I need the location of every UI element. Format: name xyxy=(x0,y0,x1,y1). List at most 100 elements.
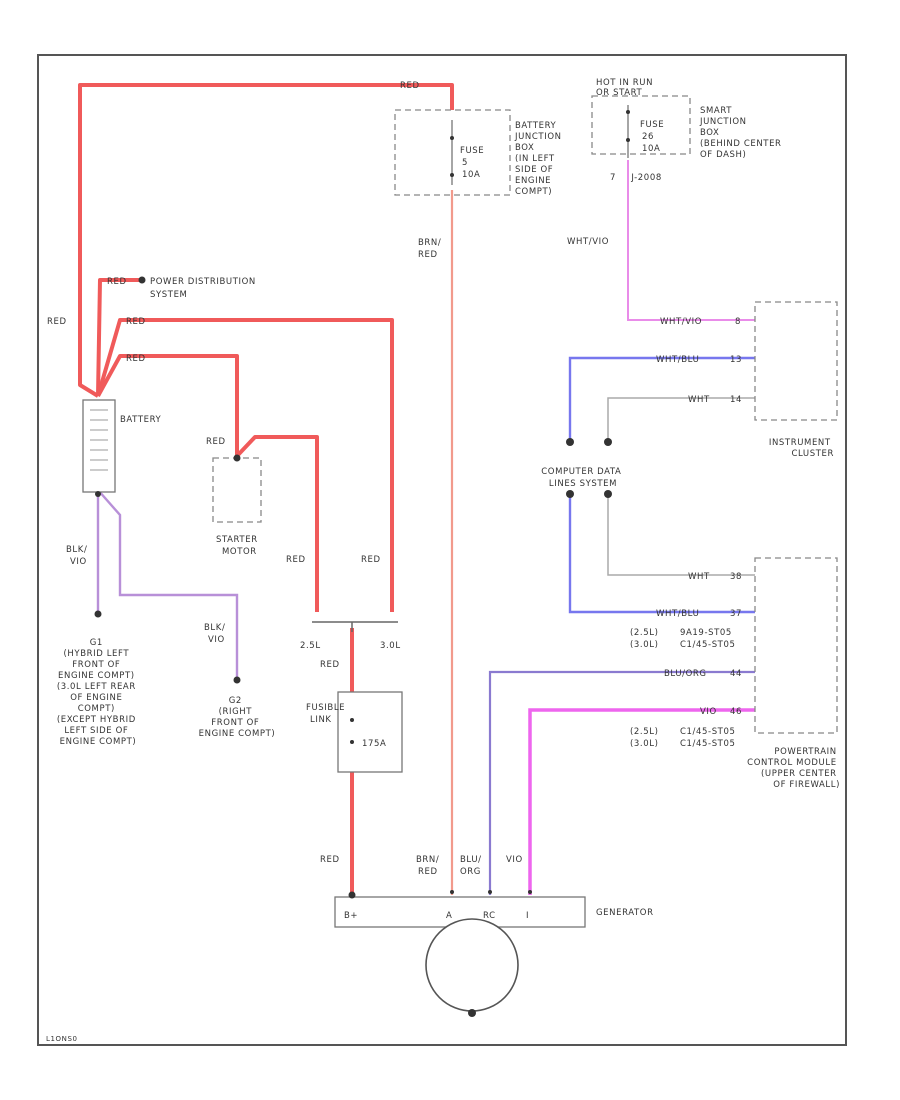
starter-motor xyxy=(212,457,262,523)
ground-g1-label: G1 (HYBRID LEFT FRONT OF ENGINE COMPT) (… xyxy=(57,638,139,747)
instrument-cluster xyxy=(754,301,838,421)
pcm-pin-vio: 46 xyxy=(730,707,742,717)
pcm-conn-row1-right: 9A19-ST05 xyxy=(680,628,732,638)
battery-neg-dot xyxy=(95,491,101,497)
pcm-conn-row3-right: C1/45-ST05 xyxy=(680,727,736,737)
splice-right-label: 3.0L xyxy=(380,641,401,651)
gen-b-dot xyxy=(348,891,356,899)
gen-i-dot xyxy=(528,890,532,894)
battery-label: BATTERY xyxy=(120,415,162,425)
gen-term-b-label: B+ xyxy=(344,911,358,921)
wire-vio xyxy=(528,708,755,895)
connector-top-right-label: 7 J-2008 xyxy=(610,173,662,183)
wire-label-red-battery-1: RED xyxy=(126,317,146,327)
labels: RED BATTERY JUNCTION BOX (IN LEFT SIDE O… xyxy=(46,78,840,1043)
ic-pin-wht-vio: 8 xyxy=(735,317,741,327)
ic-pin-wht: 14 xyxy=(730,395,742,405)
generator-ground-dot xyxy=(468,1009,476,1017)
wire-red-starter xyxy=(96,354,239,456)
computer-data-lines-label: COMPUTER DATA LINES SYSTEM xyxy=(541,467,625,489)
wire-blu-org xyxy=(488,670,755,895)
wire-label-red-power: RED xyxy=(107,277,127,287)
fuse-top-left-label: FUSE 5 10A xyxy=(460,146,488,180)
pcm-wire-vio: VIO xyxy=(700,707,717,717)
pcm-conn-row4-left: (3.0L) xyxy=(630,739,659,749)
instrument-cluster-label: INSTRUMENT CLUSTER xyxy=(769,438,834,459)
power-distribution-dot xyxy=(138,276,146,284)
gen-rc-dot xyxy=(488,890,492,894)
fuse-top-right-label: FUSE 26 10A xyxy=(640,120,668,154)
battery-jbox-label: BATTERY JUNCTION BOX (IN LEFT SIDE OF EN… xyxy=(514,121,565,197)
wire-blk-vio-g2 xyxy=(97,489,239,678)
ground-g1-dot xyxy=(94,610,102,618)
splice-left-label: 2.5L xyxy=(300,641,321,651)
ground-g2-label: G2 (RIGHT FRONT OF ENGINE COMPT) xyxy=(199,696,276,739)
ic-wire-wht: WHT xyxy=(688,395,710,405)
wire-red-top xyxy=(78,83,454,398)
pcm-wire-blu-org: BLU/ORG xyxy=(664,669,707,679)
wire-label-brn-red-bottom: BRN/ RED xyxy=(416,855,443,877)
generator-label: GENERATOR xyxy=(596,908,654,918)
wire-wht-blu-cluster xyxy=(568,356,755,440)
starter-motor-label: STARTER MOTOR xyxy=(216,535,261,557)
wire-label-red-mid-right: RED xyxy=(361,555,381,565)
battery-junction-box xyxy=(394,109,511,196)
generator xyxy=(334,896,586,1012)
battery xyxy=(82,399,116,493)
gen-term-i-label: I xyxy=(526,911,529,921)
pcm-conn-row2-left: (3.0L) xyxy=(630,640,659,650)
wire-label-red-starter: RED xyxy=(206,437,226,447)
smart-jbox-label: SMART JUNCTION BOX (BEHIND CENTER OF DAS… xyxy=(699,106,785,160)
figure-id: L1ONS0 xyxy=(46,1035,78,1043)
pcm-pin-wht: 38 xyxy=(730,572,742,582)
wire-wht-pcm xyxy=(607,495,755,576)
wire-wht-cluster xyxy=(607,397,755,440)
wire-label-blk-vio-right: BLK/ VIO xyxy=(204,623,229,645)
pcm-pin-blu-org: 44 xyxy=(730,669,742,679)
pcm-wire-wht-blu: WHT/BLU xyxy=(656,609,699,619)
wire-label-vio-bottom: VIO xyxy=(506,855,523,865)
connector-pin-7: 7 xyxy=(610,173,616,183)
data-lines-dot-right xyxy=(604,438,612,446)
smart-junction-box xyxy=(591,95,691,158)
wire-red-battery-3l xyxy=(96,318,394,612)
ic-wire-wht-vio: WHT/VIO xyxy=(660,317,702,327)
starter-terminal-dot xyxy=(233,454,241,462)
diagram-frame xyxy=(37,54,847,1046)
pcm-conn-row3-left: (2.5L) xyxy=(630,727,659,737)
pcm-conn-row4-right: C1/45-ST05 xyxy=(680,739,736,749)
wire-wht-blu-pcm xyxy=(568,495,755,614)
pcm-wire-wht: WHT xyxy=(688,572,710,582)
wire-label-red-mid-left: RED xyxy=(286,555,306,565)
pcm-conn-row2-right: C1/45-ST05 xyxy=(680,640,736,650)
data-lines-dot-right-low xyxy=(604,490,612,498)
wire-label-red-left: RED xyxy=(47,317,67,327)
wire-label-red-bottom: RED xyxy=(320,855,340,865)
wire-label-red-top: RED xyxy=(400,81,420,91)
gen-term-rc-label: RC xyxy=(483,911,496,921)
fusible-link-label: FUSIBLE LINK xyxy=(306,703,348,725)
wire-wht-vio-top xyxy=(627,160,755,321)
gen-term-a-label: A xyxy=(446,911,452,921)
wire-label-red-fusible: RED xyxy=(320,660,340,670)
wire-red-power-distribution xyxy=(96,278,140,397)
pcm-pin-wht-blu: 37 xyxy=(730,609,742,619)
gen-a-dot xyxy=(450,890,454,894)
wire-red-starter-to-splice xyxy=(235,435,319,612)
wire-label-blk-vio-left: BLK/ VIO xyxy=(66,545,91,567)
terminals xyxy=(94,276,612,1017)
data-lines-dot-left xyxy=(566,438,574,446)
pcm-conn-row1-left: (2.5L) xyxy=(630,628,659,638)
wire-label-brn-red-top: BRN/ RED xyxy=(418,238,445,260)
hot-run-label: HOT IN RUN OR START xyxy=(596,78,656,98)
fusible-link xyxy=(337,691,403,773)
powertrain-control-module xyxy=(754,557,838,734)
fusible-rating-label: 175A xyxy=(362,739,386,749)
data-lines-dot-left-low xyxy=(566,490,574,498)
ic-wire-wht-blu: WHT/BLU xyxy=(656,355,699,365)
power-distribution-label: POWER DISTRIBUTION SYSTEM xyxy=(150,277,259,300)
pcm-label: POWERTRAIN CONTROL MODULE (UPPER CENTER … xyxy=(747,747,840,790)
wires xyxy=(78,83,755,895)
ground-g2-dot xyxy=(233,676,241,684)
